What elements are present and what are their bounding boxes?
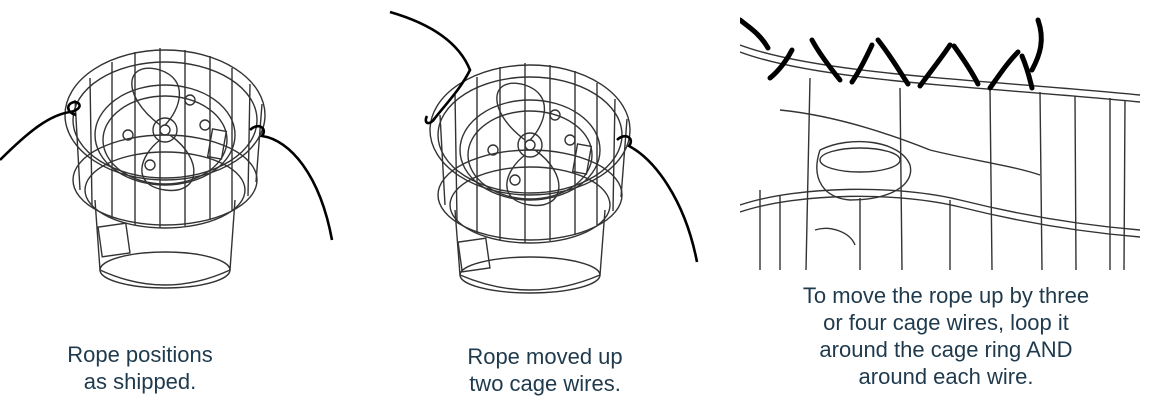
- panel-as-shipped: Rope positions as shipped.: [0, 0, 340, 407]
- mixer-cage-illustration-1: [0, 48, 334, 289]
- caption-moved-up: Rope moved up two cage wires.: [430, 343, 660, 397]
- rope-loop-path: [740, 17, 1044, 91]
- cage-closeup-illustration: [740, 17, 1140, 270]
- rope-path: [389, 10, 699, 263]
- caption-as-shipped: Rope positions as shipped.: [30, 341, 250, 395]
- caption-line: around the cage ring AND: [819, 337, 1073, 362]
- caption-line: Rope moved up: [467, 344, 623, 369]
- caption-line: Rope positions: [67, 342, 213, 367]
- mixer-cage-illustration-2: [389, 10, 699, 294]
- caption-line: as shipped.: [83, 369, 197, 394]
- caption-line: or four cage wires, loop it: [823, 310, 1069, 335]
- caption-line: two cage wires.: [469, 371, 621, 396]
- panel-loop-closeup: To move the rope up by three or four cag…: [740, 0, 1152, 407]
- panel-moved-up: Rope moved up two cage wires.: [385, 0, 715, 407]
- caption-loop-instructions: To move the rope up by three or four cag…: [770, 282, 1122, 390]
- rope-path: [0, 100, 334, 241]
- caption-line: around each wire.: [858, 364, 1034, 389]
- caption-line: To move the rope up by three: [802, 283, 1090, 308]
